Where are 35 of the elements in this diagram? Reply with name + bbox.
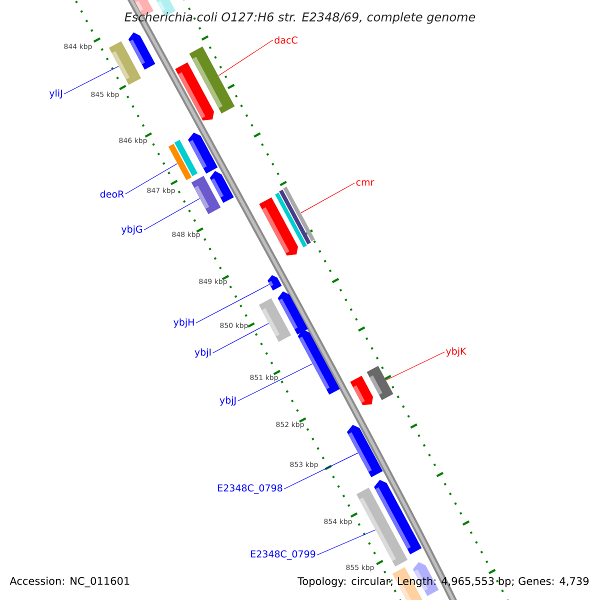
gene-label: deoR <box>100 190 124 198</box>
gene-feature <box>191 176 221 214</box>
gene-feature <box>258 298 292 342</box>
leader-line <box>386 352 445 380</box>
footer-text: Topology: circular; Length: 4,965,553 bp; Genes: 4,739 <box>298 576 589 588</box>
leader-line <box>300 182 355 214</box>
footer-text: Accession: NC_011601 <box>10 576 130 588</box>
leader-line <box>316 530 376 556</box>
gene-label: E2348C_0798 <box>218 484 282 494</box>
title: Escherichia coli O127:H6 str. E2348/69, complete genome <box>124 12 476 24</box>
gene-label: ybjI <box>194 348 211 358</box>
gene-feature <box>189 46 235 114</box>
leader-line <box>237 363 313 402</box>
leader-line <box>284 452 358 490</box>
leader-line <box>144 198 200 230</box>
gene-feature <box>298 329 340 395</box>
gene-label: dacC <box>274 36 298 44</box>
gene-feature <box>366 366 394 400</box>
gene-label: ybjG <box>121 225 142 235</box>
gene-label: ybjK <box>446 347 466 357</box>
gene-feature <box>356 488 408 566</box>
gene-feature <box>108 41 142 85</box>
gene-feature <box>346 424 383 478</box>
gene-label: cmr <box>356 180 374 186</box>
leader-line <box>125 163 178 194</box>
leader-line <box>196 284 270 324</box>
gene-feature <box>268 275 282 291</box>
gene-label: ybjJ <box>220 396 236 406</box>
leader-line <box>212 323 269 354</box>
leader-line <box>218 40 274 76</box>
gene-label: ybjH <box>174 318 194 328</box>
leader-line <box>64 66 119 94</box>
gene-feature <box>168 144 192 180</box>
gene-label: E2348C_0799 <box>251 550 316 560</box>
gene-label: yliJ <box>49 89 62 99</box>
